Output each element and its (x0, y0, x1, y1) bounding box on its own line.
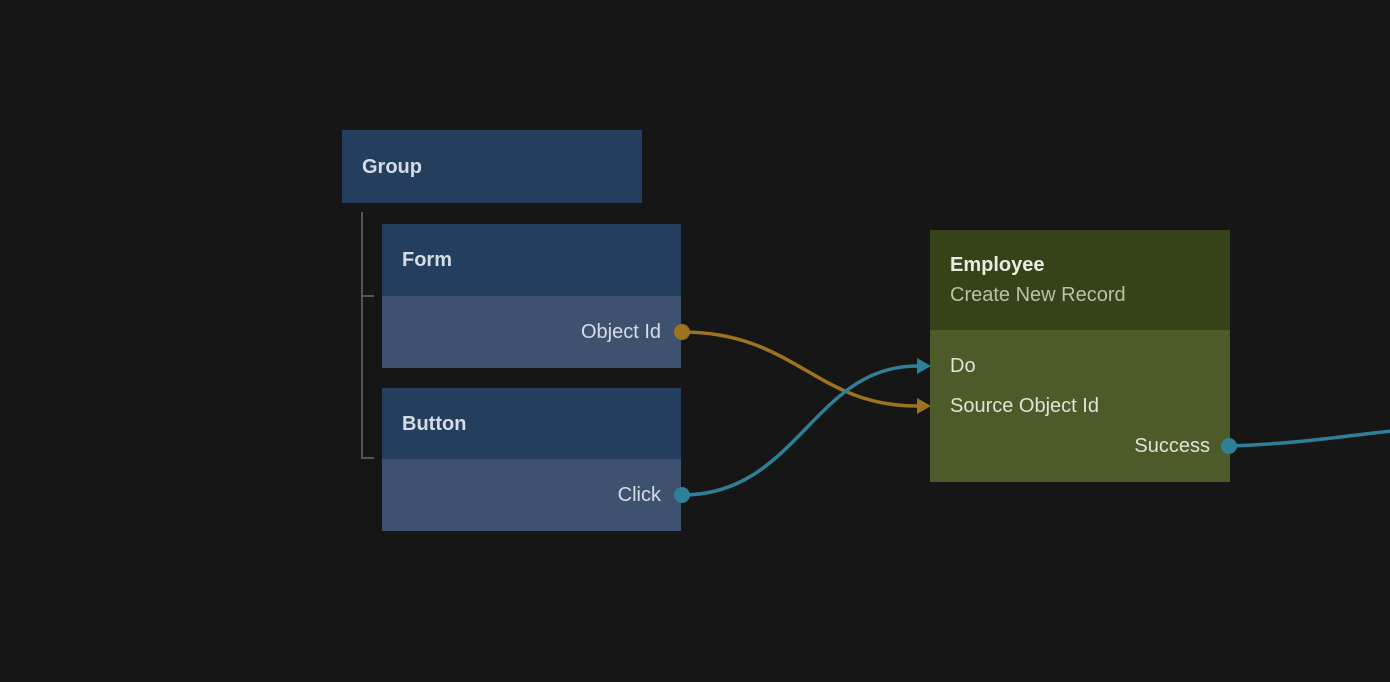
edge-success-offscreen[interactable] (1227, 429, 1390, 448)
port-row-click: Click (382, 475, 681, 515)
port-label-click: Click (617, 483, 661, 506)
port-row-source-object-id: Source Object Id (930, 386, 1230, 426)
edge-object-id-to-source-object-id[interactable] (680, 330, 919, 408)
port-row-success: Success (930, 426, 1230, 466)
node-form-header: Form (382, 224, 681, 296)
edge-click-to-do[interactable] (680, 364, 919, 497)
arrowhead-source-object-id (917, 398, 931, 414)
port-row-do: Do (930, 346, 1230, 386)
node-form-body: Object Id (382, 296, 681, 368)
node-employee[interactable]: Employee Create New Record Do Source Obj… (930, 230, 1230, 482)
arrowhead-do (917, 358, 931, 374)
node-button-title: Button (402, 412, 467, 435)
tree-connector-line (361, 212, 374, 459)
port-row-object-id: Object Id (382, 312, 681, 352)
port-label-do: Do (950, 354, 976, 377)
node-employee-header: Employee Create New Record (930, 230, 1230, 330)
node-group-header: Group (342, 130, 642, 203)
node-employee-title: Employee (950, 254, 1045, 276)
port-label-source-object-id: Source Object Id (950, 394, 1099, 417)
node-employee-subtitle: Create New Record (950, 284, 1126, 306)
port-label-success: Success (1134, 434, 1210, 457)
node-button-body: Click (382, 459, 681, 531)
node-button[interactable]: Button Click (382, 388, 681, 531)
node-form-title: Form (402, 249, 452, 271)
node-button-header: Button (382, 388, 681, 459)
node-group[interactable]: Group (342, 130, 642, 203)
node-employee-body: Do Source Object Id Success (930, 330, 1230, 482)
node-form[interactable]: Form Object Id (382, 224, 681, 368)
node-group-title: Group (362, 155, 422, 178)
port-label-object-id: Object Id (580, 320, 661, 343)
